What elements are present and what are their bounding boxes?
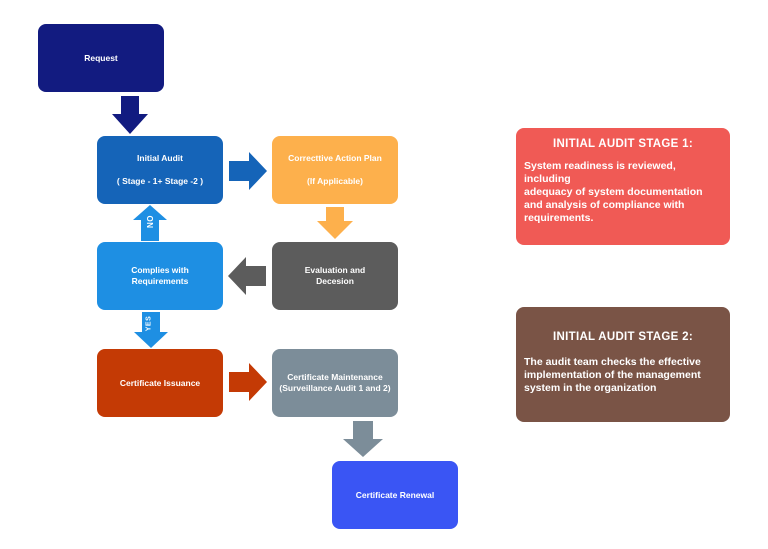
stage1-title: INITIAL AUDIT STAGE 1: [553, 138, 693, 150]
request-box: Request [38, 24, 164, 92]
arrow-request-to-audit [112, 96, 148, 134]
stage1-line: and analysis of compliance with [524, 199, 685, 211]
stage2-body: The audit team checks the effective impl… [524, 356, 722, 395]
initial-audit-box: Initial Audit ( Stage - 1+ Stage -2 ) [97, 136, 223, 204]
stage1-body: System readiness is reviewed, including … [524, 160, 722, 225]
yes-label: YES [145, 315, 153, 332]
stage2-line: system in the organization [524, 382, 657, 394]
stage1-info-box: INITIAL AUDIT STAGE 1: System readiness … [516, 128, 730, 245]
certificate-maintenance-label: Certificate Maintenance [287, 372, 383, 382]
complies-label-2: Requirements [131, 276, 189, 286]
certificate-maintenance-box: Certificate Maintenance (Surveillance Au… [272, 349, 398, 417]
arrow-corrective-to-evaluation [317, 207, 353, 239]
stage2-line: implementation of the management [524, 369, 701, 381]
stage1-line: adequacy of system documentation [524, 186, 703, 198]
arrow-evaluation-to-complies [228, 257, 266, 295]
initial-audit-sublabel: ( Stage - 1+ Stage -2 ) [116, 176, 204, 186]
corrective-action-box: Correcttive Action Plan (If Applicable) [272, 136, 398, 204]
complies-label: Complies with [131, 265, 189, 275]
arrow-maintenance-to-renewal [343, 421, 383, 457]
initial-audit-label: Initial Audit [137, 153, 183, 163]
stage2-line: The audit team checks the effective [524, 356, 701, 368]
stage2-info-box: INITIAL AUDIT STAGE 2: The audit team ch… [516, 307, 730, 422]
stage1-line: requirements. [524, 212, 594, 224]
complies-box: Complies with Requirements [97, 242, 223, 310]
certificate-maintenance-label-2: (Surveillance Audit 1 and 2) [279, 383, 391, 393]
arrow-issuance-to-maintenance [229, 363, 267, 401]
certificate-issuance-label: Certificate Issuance [119, 377, 201, 388]
no-label: NO [146, 215, 155, 228]
arrow-yes [134, 312, 168, 348]
stage1-line: System readiness is reviewed, including [524, 160, 676, 185]
stage2-title: INITIAL AUDIT STAGE 2: [553, 331, 693, 343]
certificate-issuance-box: Certificate Issuance [97, 349, 223, 417]
request-label: Request [84, 52, 118, 63]
arrow-no [133, 205, 167, 241]
corrective-action-sublabel: (If Applicable) [307, 176, 363, 186]
evaluation-box: Evaluation and Decesion [272, 242, 398, 310]
evaluation-label: Evaluation and [304, 265, 366, 275]
certificate-renewal-box: Certificate Renewal [332, 461, 458, 529]
corrective-action-label: Correcttive Action Plan [288, 153, 382, 163]
arrow-audit-to-corrective [229, 152, 267, 190]
evaluation-label-2: Decesion [316, 276, 354, 286]
certificate-renewal-label: Certificate Renewal [355, 489, 435, 500]
